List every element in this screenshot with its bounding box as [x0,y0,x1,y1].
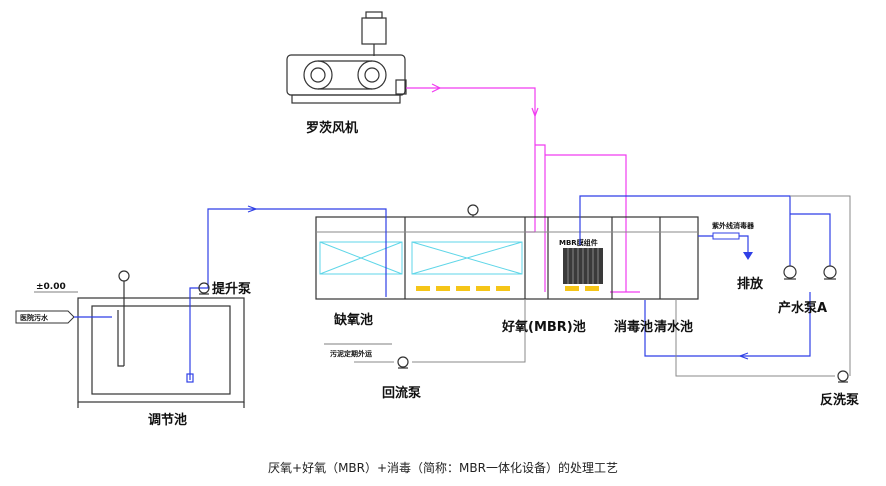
backwash-pump [837,370,849,383]
return-pump [397,356,409,369]
mbr-membrane-module [563,248,603,284]
return-pump-label: 回流泵 [382,385,421,401]
lift-pump [198,282,210,295]
product-pump [783,265,837,280]
diagram-caption: 厌氧+好氧（MBR）+消毒（简称：MBR一体化设备）的处理工艺 [268,460,618,475]
backwash-pump-label: 反洗泵 [820,392,859,408]
elevation-label: ±0.00 [36,282,66,292]
disinfection-tank-label: 消毒池 [614,319,653,335]
blower-label: 罗茨风机 [306,120,358,136]
aerobic-tank-label: 好氧(MBR)池 [501,319,586,335]
main-tank-block [315,204,699,300]
product-pump-label: 产水泵A [778,300,827,316]
equalization-tank [77,270,245,408]
anoxic-tank-label: 缺氧池 [333,312,373,328]
equalization-tank-label: 调节池 [148,412,187,428]
lift-pump-label: 提升泵 [212,281,251,297]
sludge-label: 污泥定期外运 [330,349,373,358]
clear-water-tank-label: 清水池 [654,319,693,335]
influent-tag [15,310,75,324]
mbr-module-label: MBR膜组件 [559,238,598,247]
influent-label: 医院污水 [20,313,49,322]
air-pipeline [406,83,640,293]
uv-device-label: 紫外线消毒器 [712,221,755,230]
discharge-label: 排放 [737,276,764,292]
roots-blower [286,11,407,104]
